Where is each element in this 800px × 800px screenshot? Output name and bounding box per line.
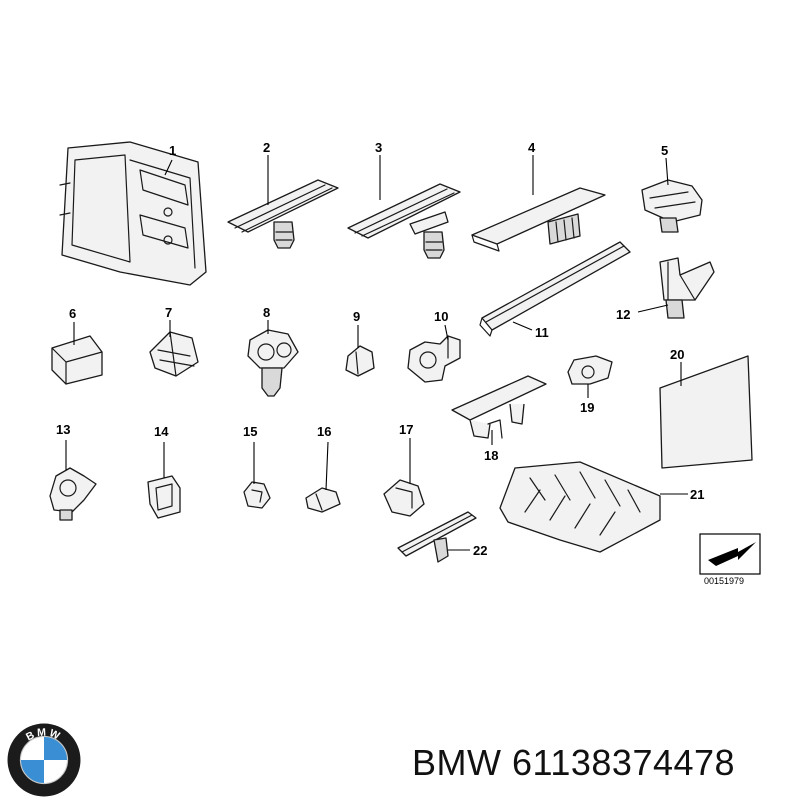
part-3-strip-clip [347, 183, 461, 259]
callout-20: 20 [670, 347, 684, 362]
svg-text:BMW: BMW [24, 726, 63, 743]
part-22-strip-clip [397, 511, 477, 563]
callout-12: 12 [616, 307, 630, 322]
part-21-holder [499, 461, 661, 553]
part-12-hook-clip [659, 257, 715, 319]
callout-19: 19 [580, 400, 594, 415]
callout-22: 22 [473, 543, 487, 558]
leader-12 [637, 304, 669, 313]
callout-13: 13 [56, 422, 70, 437]
callout-4: 4 [528, 140, 536, 155]
leader-16 [325, 441, 329, 491]
callout-9: 9 [353, 309, 360, 324]
part-10-pipe-clamp [407, 335, 461, 383]
part-1-bracket [59, 141, 207, 286]
callout-17: 17 [399, 422, 413, 437]
bmw-logo: BMW [7, 723, 81, 797]
callout-2: 2 [263, 140, 270, 155]
part-11-channel [479, 241, 631, 337]
callout-10: 10 [434, 309, 448, 324]
arrow-icon [708, 542, 756, 566]
callout-21: 21 [690, 487, 704, 502]
leader-10 [444, 324, 449, 341]
part-19-pipe-clip [567, 355, 613, 385]
part-14-u-clip [147, 475, 181, 519]
part-17-connector-clip [383, 479, 425, 517]
part-9-small-clip [345, 345, 375, 377]
part-16-small-clip [305, 487, 341, 513]
leader-11 [512, 321, 533, 331]
part-7-spring-clip [149, 331, 199, 377]
part-4-carrier [471, 187, 606, 252]
callout-11: 11 [535, 325, 549, 340]
callout-3: 3 [375, 140, 382, 155]
part-6-block-clip [51, 335, 103, 385]
callout-6: 6 [69, 306, 76, 321]
part-5-clip [641, 179, 703, 233]
part-13-cable-clip [49, 467, 97, 521]
callout-14: 14 [154, 424, 169, 439]
callout-8: 8 [263, 305, 270, 320]
callout-5: 5 [661, 143, 668, 158]
part-8-double-clip [247, 329, 299, 397]
callout-15: 15 [243, 424, 257, 439]
part-15-small-clip [243, 481, 271, 509]
callout-1: 1 [169, 143, 176, 158]
leader-5 [665, 157, 669, 186]
part-18-leg-clip [451, 375, 547, 439]
callout-7: 7 [165, 305, 172, 320]
bmw-logo-letters: BMW [24, 726, 61, 743]
callout-16: 16 [317, 424, 331, 439]
diagram-ref-number: 00151979 [704, 576, 744, 586]
diagram-ref-box [699, 533, 761, 575]
part-2-strip-clip [227, 179, 339, 249]
leader-1 [164, 159, 173, 176]
callout-18: 18 [484, 448, 498, 463]
part-20-pad [659, 355, 753, 469]
part-number-label: BMW 61138374478 [412, 742, 736, 783]
